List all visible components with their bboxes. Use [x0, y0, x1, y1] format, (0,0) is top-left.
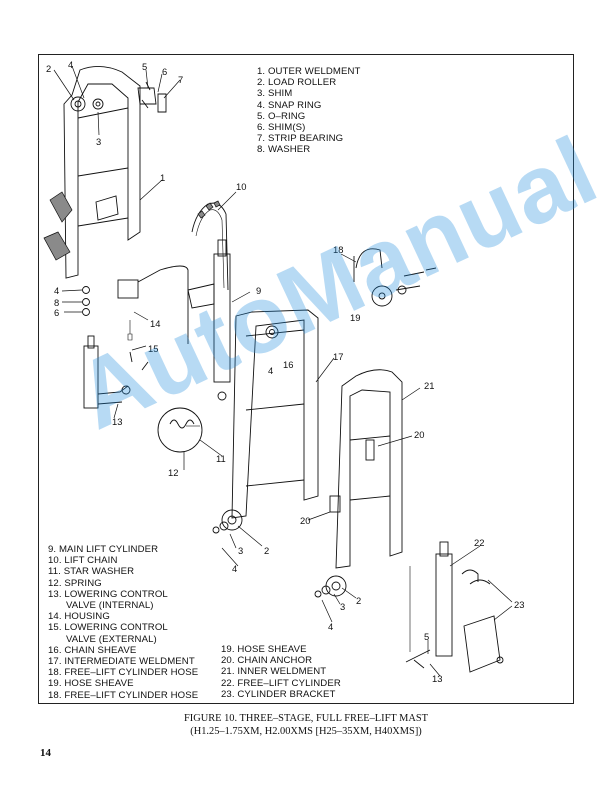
housing-and-valves — [117, 265, 189, 371]
load-roller-set-lower — [314, 575, 347, 598]
callout-13a: 13 — [112, 416, 122, 427]
legend-item: 23. CYLINDER BRACKET — [221, 688, 336, 700]
callout-14: 14 — [150, 318, 160, 329]
legend-item: 9. MAIN LIFT CYLINDER — [48, 544, 159, 555]
intermediate-weldment — [231, 309, 319, 519]
callout-2a: 2 — [46, 63, 51, 74]
callout-13b: 13 — [432, 673, 442, 684]
callout-12: 12 — [168, 467, 178, 478]
load-roller-set-upper — [212, 509, 243, 534]
legend-item: 6. SHIM(S) — [257, 122, 306, 134]
free-lift-cylinder — [405, 541, 453, 669]
left-cylinder-assembly — [82, 286, 131, 409]
callout-21: 21 — [424, 380, 434, 391]
callout-4c: 4 — [268, 365, 273, 376]
legend-item: 18. FREE–LIFT CYLINDER HOSE — [48, 667, 199, 679]
legend-item: 5. O–RING — [257, 110, 306, 122]
main-lift-cylinder — [187, 239, 231, 401]
callout-23: 23 — [514, 599, 524, 610]
star-washer-spring — [157, 407, 203, 453]
parts-legend-bottom-left: 9. MAIN LIFT CYLINDER 10. LIFT CHAIN 11.… — [48, 544, 198, 701]
legend-item: 21. INNER WELDMENT — [221, 666, 327, 678]
legend-item: 22. FREE–LIFT CYLINDER — [221, 677, 341, 689]
callout-2c: 2 — [356, 595, 361, 606]
legend-item: 2. LOAD ROLLER — [257, 77, 337, 89]
outer-weldment — [43, 66, 167, 279]
callout-numbers: 2 4 3 5 6 7 1 10 9 18 19 4 8 6 14 15 17 … — [46, 59, 524, 684]
legend-item: 10. LIFT CHAIN — [48, 555, 118, 567]
callout-4b: 4 — [54, 285, 59, 296]
callout-1: 1 — [160, 172, 165, 183]
legend-item: 8. WASHER — [257, 144, 311, 156]
callout-6b: 6 — [54, 307, 59, 318]
callout-3a: 3 — [96, 136, 101, 147]
legend-item: 1. OUTER WELDMENT — [257, 66, 361, 77]
leader-lines — [53, 65, 513, 677]
callout-20a: 20 — [414, 429, 424, 440]
figure-caption: FIGURE 10. THREE–STAGE, FULL FREE–LIFT M… — [0, 713, 612, 738]
hose-sheave-assembly — [353, 248, 437, 307]
callout-4e: 4 — [328, 621, 333, 632]
callout-11: 11 — [216, 453, 226, 464]
callout-7a: 7 — [178, 74, 183, 85]
inner-weldment — [329, 369, 403, 569]
callout-10: 10 — [236, 181, 246, 192]
legend-item: 16. CHAIN SHEAVE — [48, 644, 137, 656]
callout-22: 22 — [474, 537, 484, 548]
callout-6a: 6 — [162, 66, 167, 77]
lift-chain — [191, 200, 229, 291]
callout-16: 16 — [283, 359, 293, 370]
legend-item: 20. CHAIN ANCHOR — [221, 655, 313, 667]
callout-20b: 20 — [300, 515, 310, 526]
legend-item: 7. STRIP BEARING — [257, 133, 344, 145]
callout-3c: 3 — [340, 601, 345, 612]
caption-line-1: FIGURE 10. THREE–STAGE, FULL FREE–LIFT M… — [183, 713, 429, 724]
parts-legend-bottom-right: 19. HOSE SHEAVE 20. CHAIN ANCHOR 21. INN… — [221, 644, 341, 700]
callout-8: 8 — [54, 297, 59, 308]
callout-19: 19 — [350, 312, 360, 323]
legend-item: 14. HOUSING — [48, 611, 110, 623]
figure-frame — [38, 54, 574, 704]
callout-9: 9 — [256, 285, 261, 296]
legend-item: 3. SHIM — [257, 88, 293, 100]
legend-item: 11. STAR WASHER — [48, 566, 135, 578]
legend-item: 18. FREE–LIFT CYLINDER HOSE — [48, 689, 199, 701]
cylinder-bracket — [461, 569, 504, 673]
callout-4d: 4 — [232, 563, 237, 574]
legend-item: 12. SPRING — [48, 577, 102, 589]
callout-5a: 5 — [142, 61, 147, 72]
legend-item: 19. HOSE SHEAVE — [48, 678, 134, 690]
callout-2b: 2 — [264, 545, 269, 556]
legend-item: 19. HOSE SHEAVE — [221, 644, 307, 655]
parts-legend-top: 1. OUTER WELDMENT 2. LOAD ROLLER 3. SHIM… — [257, 66, 361, 156]
legend-item: 4. SNAP RING — [257, 99, 322, 111]
legend-item: 17. INTERMEDIATE WELDMENT — [48, 656, 195, 668]
callout-15: 15 — [148, 343, 158, 354]
callout-5b: 5 — [424, 631, 429, 642]
callout-17: 17 — [333, 351, 343, 362]
callout-18: 18 — [333, 244, 343, 255]
page-number: 14 — [40, 747, 51, 759]
callout-4a: 4 — [68, 59, 73, 70]
caption-line-2: (H1.25–1.75XM, H2.00XMS [H25–35XM, H40XM… — [190, 725, 422, 737]
callout-3b: 3 — [238, 545, 243, 556]
